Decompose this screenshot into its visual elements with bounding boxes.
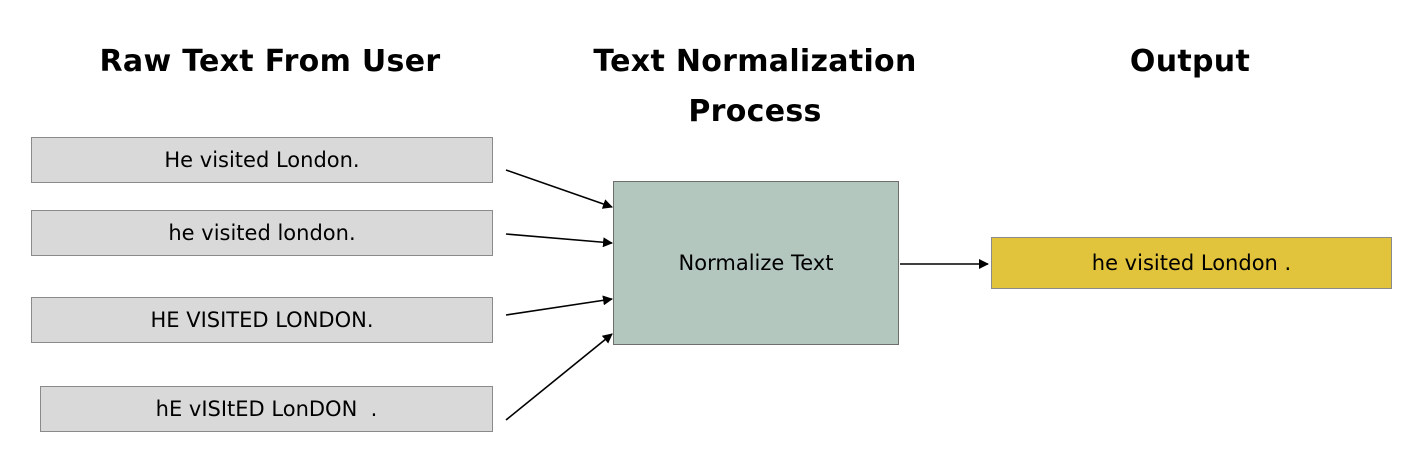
input-text-box-4: hE vISItED LonDON . <box>40 386 493 432</box>
output-column-heading: Output <box>1129 44 1251 79</box>
process-column-heading: Text Normalization Process <box>560 37 950 137</box>
input-text-box-1: He visited London. <box>31 137 493 183</box>
output-text-box: he visited London . <box>991 237 1392 289</box>
process-heading-line-2: Process <box>688 94 822 129</box>
arrow-input-2-to-process <box>505 233 613 248</box>
input-text-box-3: HE VISITED LONDON. <box>31 297 493 343</box>
input-column-heading: Raw Text From User <box>99 44 441 79</box>
input-text-box-2: he visited london. <box>31 210 493 256</box>
arrow-input-1-to-process <box>505 169 613 209</box>
normalize-process-box: Normalize Text <box>613 181 899 345</box>
process-heading-line-1: Text Normalization <box>593 44 917 79</box>
arrow-input-4-to-process <box>505 333 613 421</box>
arrow-input-3-to-process <box>505 295 613 316</box>
